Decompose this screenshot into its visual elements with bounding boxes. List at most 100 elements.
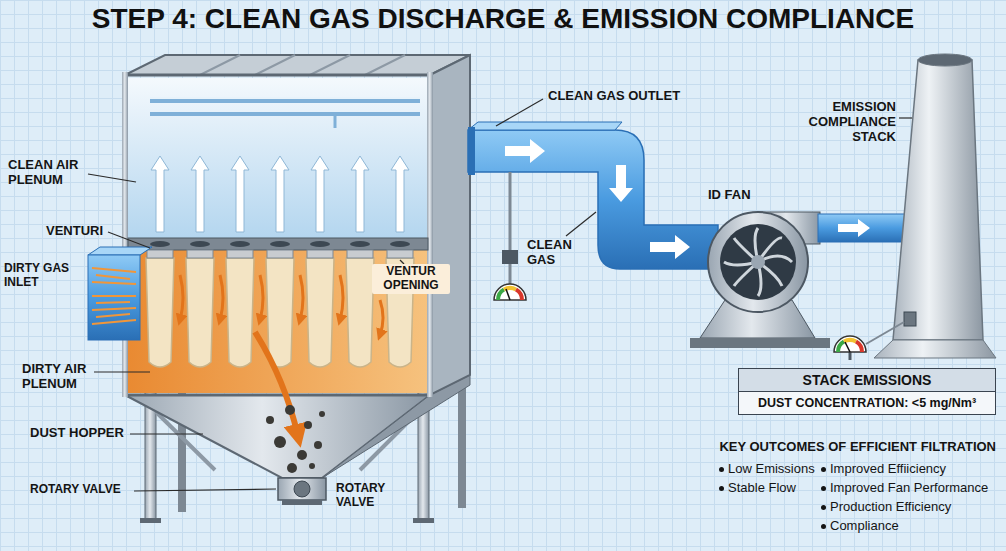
box-heading: STACK EMISSIONS (739, 369, 995, 392)
part-label: CLEAN AIR PLENUM (8, 158, 103, 188)
tube-sheet (310, 241, 330, 247)
venturi-rings (227, 250, 253, 258)
filter-bags (186, 258, 214, 367)
tube-sheet (350, 241, 370, 247)
inlet-duct (88, 247, 152, 255)
outlet-duct (650, 235, 690, 259)
filter-bags (266, 258, 294, 367)
support-legs (413, 518, 434, 523)
dirty-flow-arrows (300, 275, 303, 320)
id-fan (690, 212, 830, 348)
dust-discharge (314, 441, 322, 449)
leader-lines (88, 174, 136, 182)
air-header-pipes (150, 97, 420, 103)
id-fan (708, 212, 808, 312)
rotary-valve (294, 481, 310, 497)
venturi-rings (307, 250, 333, 258)
part-label: EMISSION COMPLIANCE STACK (780, 100, 896, 145)
air-header-pipes (150, 98, 420, 128)
dirty-flow-arrows (180, 275, 383, 335)
housing (430, 55, 470, 395)
part-label: DIRTY GAS INLET (4, 262, 84, 290)
outcome-item: Stable Flow (728, 479, 796, 497)
outcome-item: Improved Fan Performance (830, 479, 988, 497)
venturi-rings (187, 250, 213, 258)
outcome-item: Compliance (830, 517, 899, 535)
stack-gauge (849, 352, 852, 360)
stack-gauge (834, 322, 904, 360)
bullet-dot (719, 486, 724, 491)
outlet-duct (468, 127, 475, 175)
pressure-gauge (494, 284, 526, 300)
leader-lines (108, 232, 150, 248)
bullet-dot (821, 524, 826, 529)
dirty-flow-arrows (340, 275, 343, 320)
id-fan (751, 255, 765, 269)
emission-stack (918, 54, 972, 66)
stack-gauge (856, 342, 862, 352)
part-label: DUST HOPPER (30, 426, 124, 441)
leader-lines (130, 433, 203, 434)
support-legs (140, 518, 161, 523)
pressure-gauge (516, 290, 522, 300)
venturi-rings (147, 250, 173, 258)
clean-air-arrows (351, 156, 369, 232)
stack-gauge (838, 342, 844, 352)
clean-air-arrows (391, 156, 409, 232)
outlet-duct (468, 130, 718, 269)
clean-air-arrows (271, 156, 289, 232)
dust-discharge (309, 463, 315, 469)
pressure-gauge (498, 290, 504, 300)
housing (125, 75, 430, 395)
part-label: ROTARY VALVE (30, 483, 121, 497)
clean-air-arrows (311, 156, 329, 232)
tube-sheet (128, 238, 428, 250)
pressure-gauge (502, 250, 518, 264)
pressure-gauge (509, 172, 512, 284)
box-value: DUST CONCENTRATION: <5 mg/Nm³ (739, 392, 995, 414)
filter-bags (226, 258, 254, 367)
clean-air-arrows (231, 156, 249, 232)
air-header-pipes (150, 97, 420, 99)
bullet-dot (719, 467, 724, 472)
air-header-pipes (150, 112, 420, 116)
leader-lines (899, 117, 912, 118)
inlet-duct (88, 255, 140, 340)
clean-air-arrows (151, 156, 169, 232)
dirty-flow-arrows (180, 275, 183, 320)
housing (128, 78, 428, 238)
housing (200, 55, 405, 75)
inlet-duct (88, 247, 152, 340)
part-label: CLEAN GAS OUTLET (548, 89, 680, 104)
outlet-duct (468, 122, 622, 130)
outcome-item: Low Emissions (728, 460, 815, 478)
outcomes-heading: KEY OUTCOMES OF EFFICIENT FILTRATION (719, 440, 996, 455)
outlet-duct (609, 165, 633, 202)
leader-lines (134, 489, 276, 491)
venturi-rings (267, 250, 293, 258)
rotary-valve (282, 500, 322, 505)
emission-stack (893, 60, 983, 340)
part-label: DIRTY AIR PLENUM (22, 362, 114, 392)
diagram-title: STEP 4: CLEAN GAS DISCHARGE & EMISSION C… (92, 3, 914, 35)
stack-gauge (844, 340, 856, 342)
dust-discharge (287, 463, 297, 473)
filter-bags (306, 258, 334, 367)
dust-discharge (255, 332, 298, 436)
outcome-item: Production Efficiency (830, 498, 951, 516)
dust-discharge (255, 332, 325, 473)
tube-sheet (230, 241, 250, 247)
bullet-dot (821, 486, 826, 491)
dirty-flow-arrows (380, 300, 383, 335)
housing (122, 72, 128, 397)
emission-stack (904, 312, 916, 326)
stack-duct (818, 214, 908, 242)
part-label: ID FAN (708, 188, 751, 203)
leader-lines (566, 212, 596, 236)
rotary-valve (278, 478, 326, 500)
id-fan (720, 224, 796, 300)
stack-gauge (834, 336, 866, 352)
rotary-valve (278, 478, 326, 505)
part-label: ROTARY VALVE (336, 482, 394, 510)
